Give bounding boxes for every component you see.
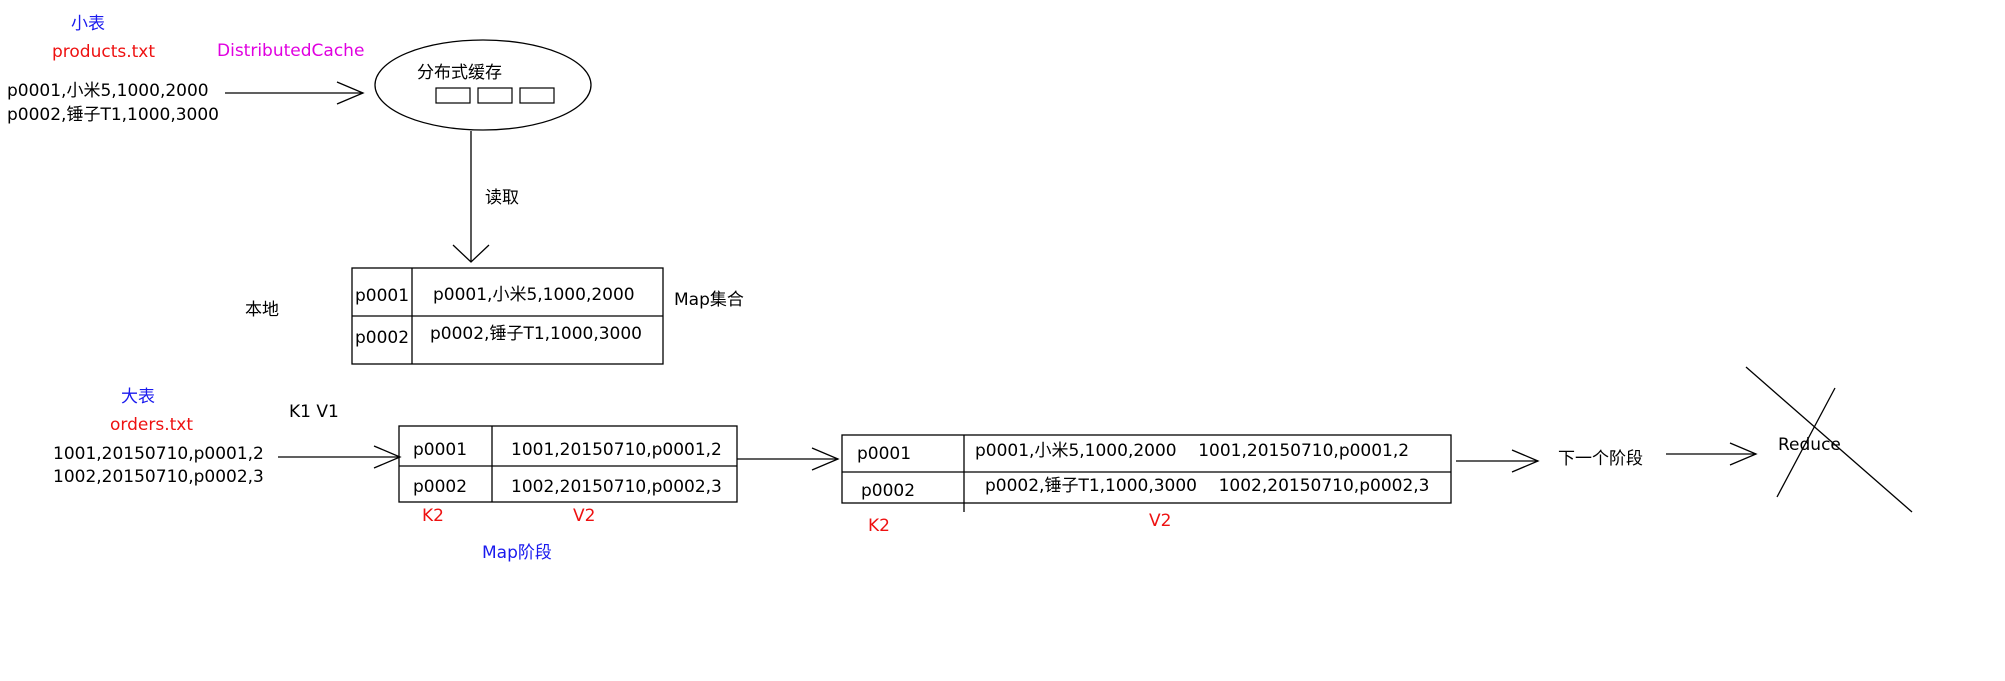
map-collection-label: Map集合 bbox=[674, 290, 744, 310]
arrow-cache-to-local bbox=[452, 131, 490, 263]
arrow-next-to-reduce bbox=[1666, 442, 1758, 466]
cache-text: 分布式缓存 bbox=[417, 63, 502, 83]
map-stage-table bbox=[398, 425, 738, 503]
products-file-label: products.txt bbox=[52, 42, 156, 62]
local-row-2-value: p0002,锤子T1,1000,3000 bbox=[430, 324, 642, 344]
cache-block bbox=[519, 87, 555, 104]
distributed-cache-ellipse bbox=[374, 39, 592, 131]
distributed-cache-label: DistributedCache bbox=[217, 41, 365, 61]
join-k2-label: K2 bbox=[868, 516, 890, 536]
local-map-table bbox=[351, 267, 664, 365]
arrow-orders-to-map bbox=[278, 445, 402, 469]
cache-block bbox=[435, 87, 471, 104]
map-v2-label: V2 bbox=[573, 506, 596, 526]
products-line-1: p0001,小米5,1000,2000 bbox=[7, 81, 209, 101]
orders-line-1: 1001,20150710,p0001,2 bbox=[53, 444, 264, 464]
products-line-2: p0002,锤子T1,1000,3000 bbox=[7, 105, 219, 125]
local-row-1-value: p0001,小米5,1000,2000 bbox=[433, 285, 635, 305]
map-row-2-value: 1002,20150710,p0002,3 bbox=[511, 477, 722, 497]
join-v2-label: V2 bbox=[1149, 511, 1172, 531]
map-row-1-value: 1001,20150710,p0001,2 bbox=[511, 440, 722, 460]
reduce-label: Reduce bbox=[1778, 435, 1841, 455]
join-row-2-key: p0002 bbox=[861, 481, 916, 501]
join-row-2-value: p0002,锤子T1,1000,3000 1002,20150710,p0002… bbox=[985, 476, 1430, 496]
map-k2-label: K2 bbox=[422, 506, 444, 526]
join-row-1-value: p0001,小米5,1000,2000 1001,20150710,p0001,… bbox=[975, 441, 1410, 461]
arrow-map-to-join bbox=[737, 447, 840, 471]
map-row-1-key: p0001 bbox=[413, 440, 468, 460]
cache-block bbox=[477, 87, 513, 104]
big-table-title: 大表 bbox=[121, 387, 155, 407]
local-label: 本地 bbox=[245, 300, 279, 320]
local-row-2-key: p0002 bbox=[355, 328, 410, 348]
arrow-join-to-next bbox=[1456, 449, 1540, 473]
read-label: 读取 bbox=[485, 188, 519, 208]
join-result-table bbox=[841, 434, 1452, 512]
next-stage-label: 下一个阶段 bbox=[1558, 449, 1643, 469]
reduce-cross-out bbox=[1745, 366, 1913, 513]
k1-v1-label: K1 V1 bbox=[289, 402, 339, 422]
map-row-2-key: p0002 bbox=[413, 477, 468, 497]
join-row-1-key: p0001 bbox=[857, 444, 912, 464]
orders-line-2: 1002,20150710,p0002,3 bbox=[53, 467, 264, 487]
small-table-title: 小表 bbox=[71, 14, 105, 34]
arrow-products-to-cache bbox=[225, 81, 365, 105]
orders-file-label: orders.txt bbox=[110, 415, 193, 435]
map-stage-label: Map阶段 bbox=[482, 543, 552, 563]
local-row-1-key: p0001 bbox=[355, 286, 410, 306]
